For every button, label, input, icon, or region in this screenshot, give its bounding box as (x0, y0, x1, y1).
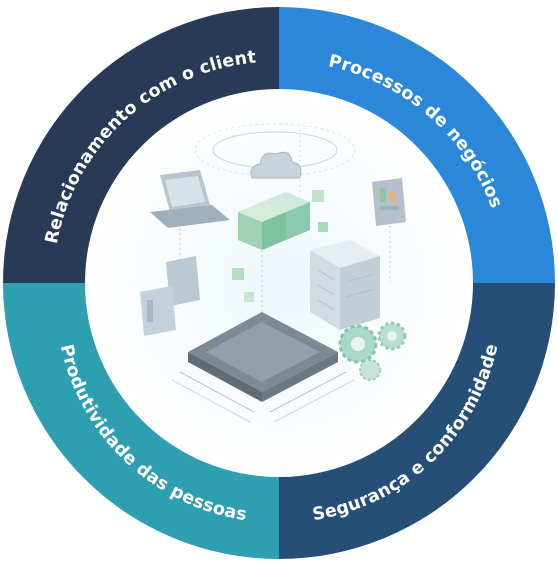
chip-icon (171, 312, 355, 423)
gears-icon (338, 321, 407, 381)
laptop-icon (150, 170, 230, 228)
segment-customer-relations (3, 7, 279, 283)
monitor-icon (140, 256, 200, 336)
center-illustration (87, 91, 471, 475)
segment-business-processes (279, 7, 555, 283)
segment-people-productivity (3, 283, 279, 559)
data-cubes-icon (232, 190, 328, 302)
dashboard-icon (372, 178, 406, 282)
server-icon (310, 240, 380, 330)
cloud-icon (250, 151, 302, 179)
segment-security-compliance (279, 283, 555, 559)
